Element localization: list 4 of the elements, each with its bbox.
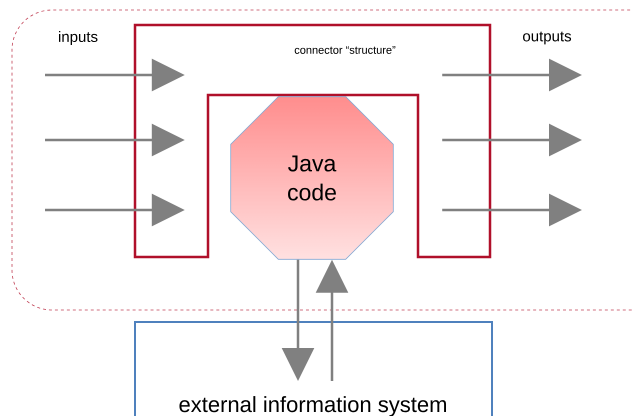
label: inputs (59, 31, 98, 45)
octagon: Java code (230, 96, 394, 260)
label: outputs (523, 32, 572, 44)
dashed-region (12, 10, 632, 310)
